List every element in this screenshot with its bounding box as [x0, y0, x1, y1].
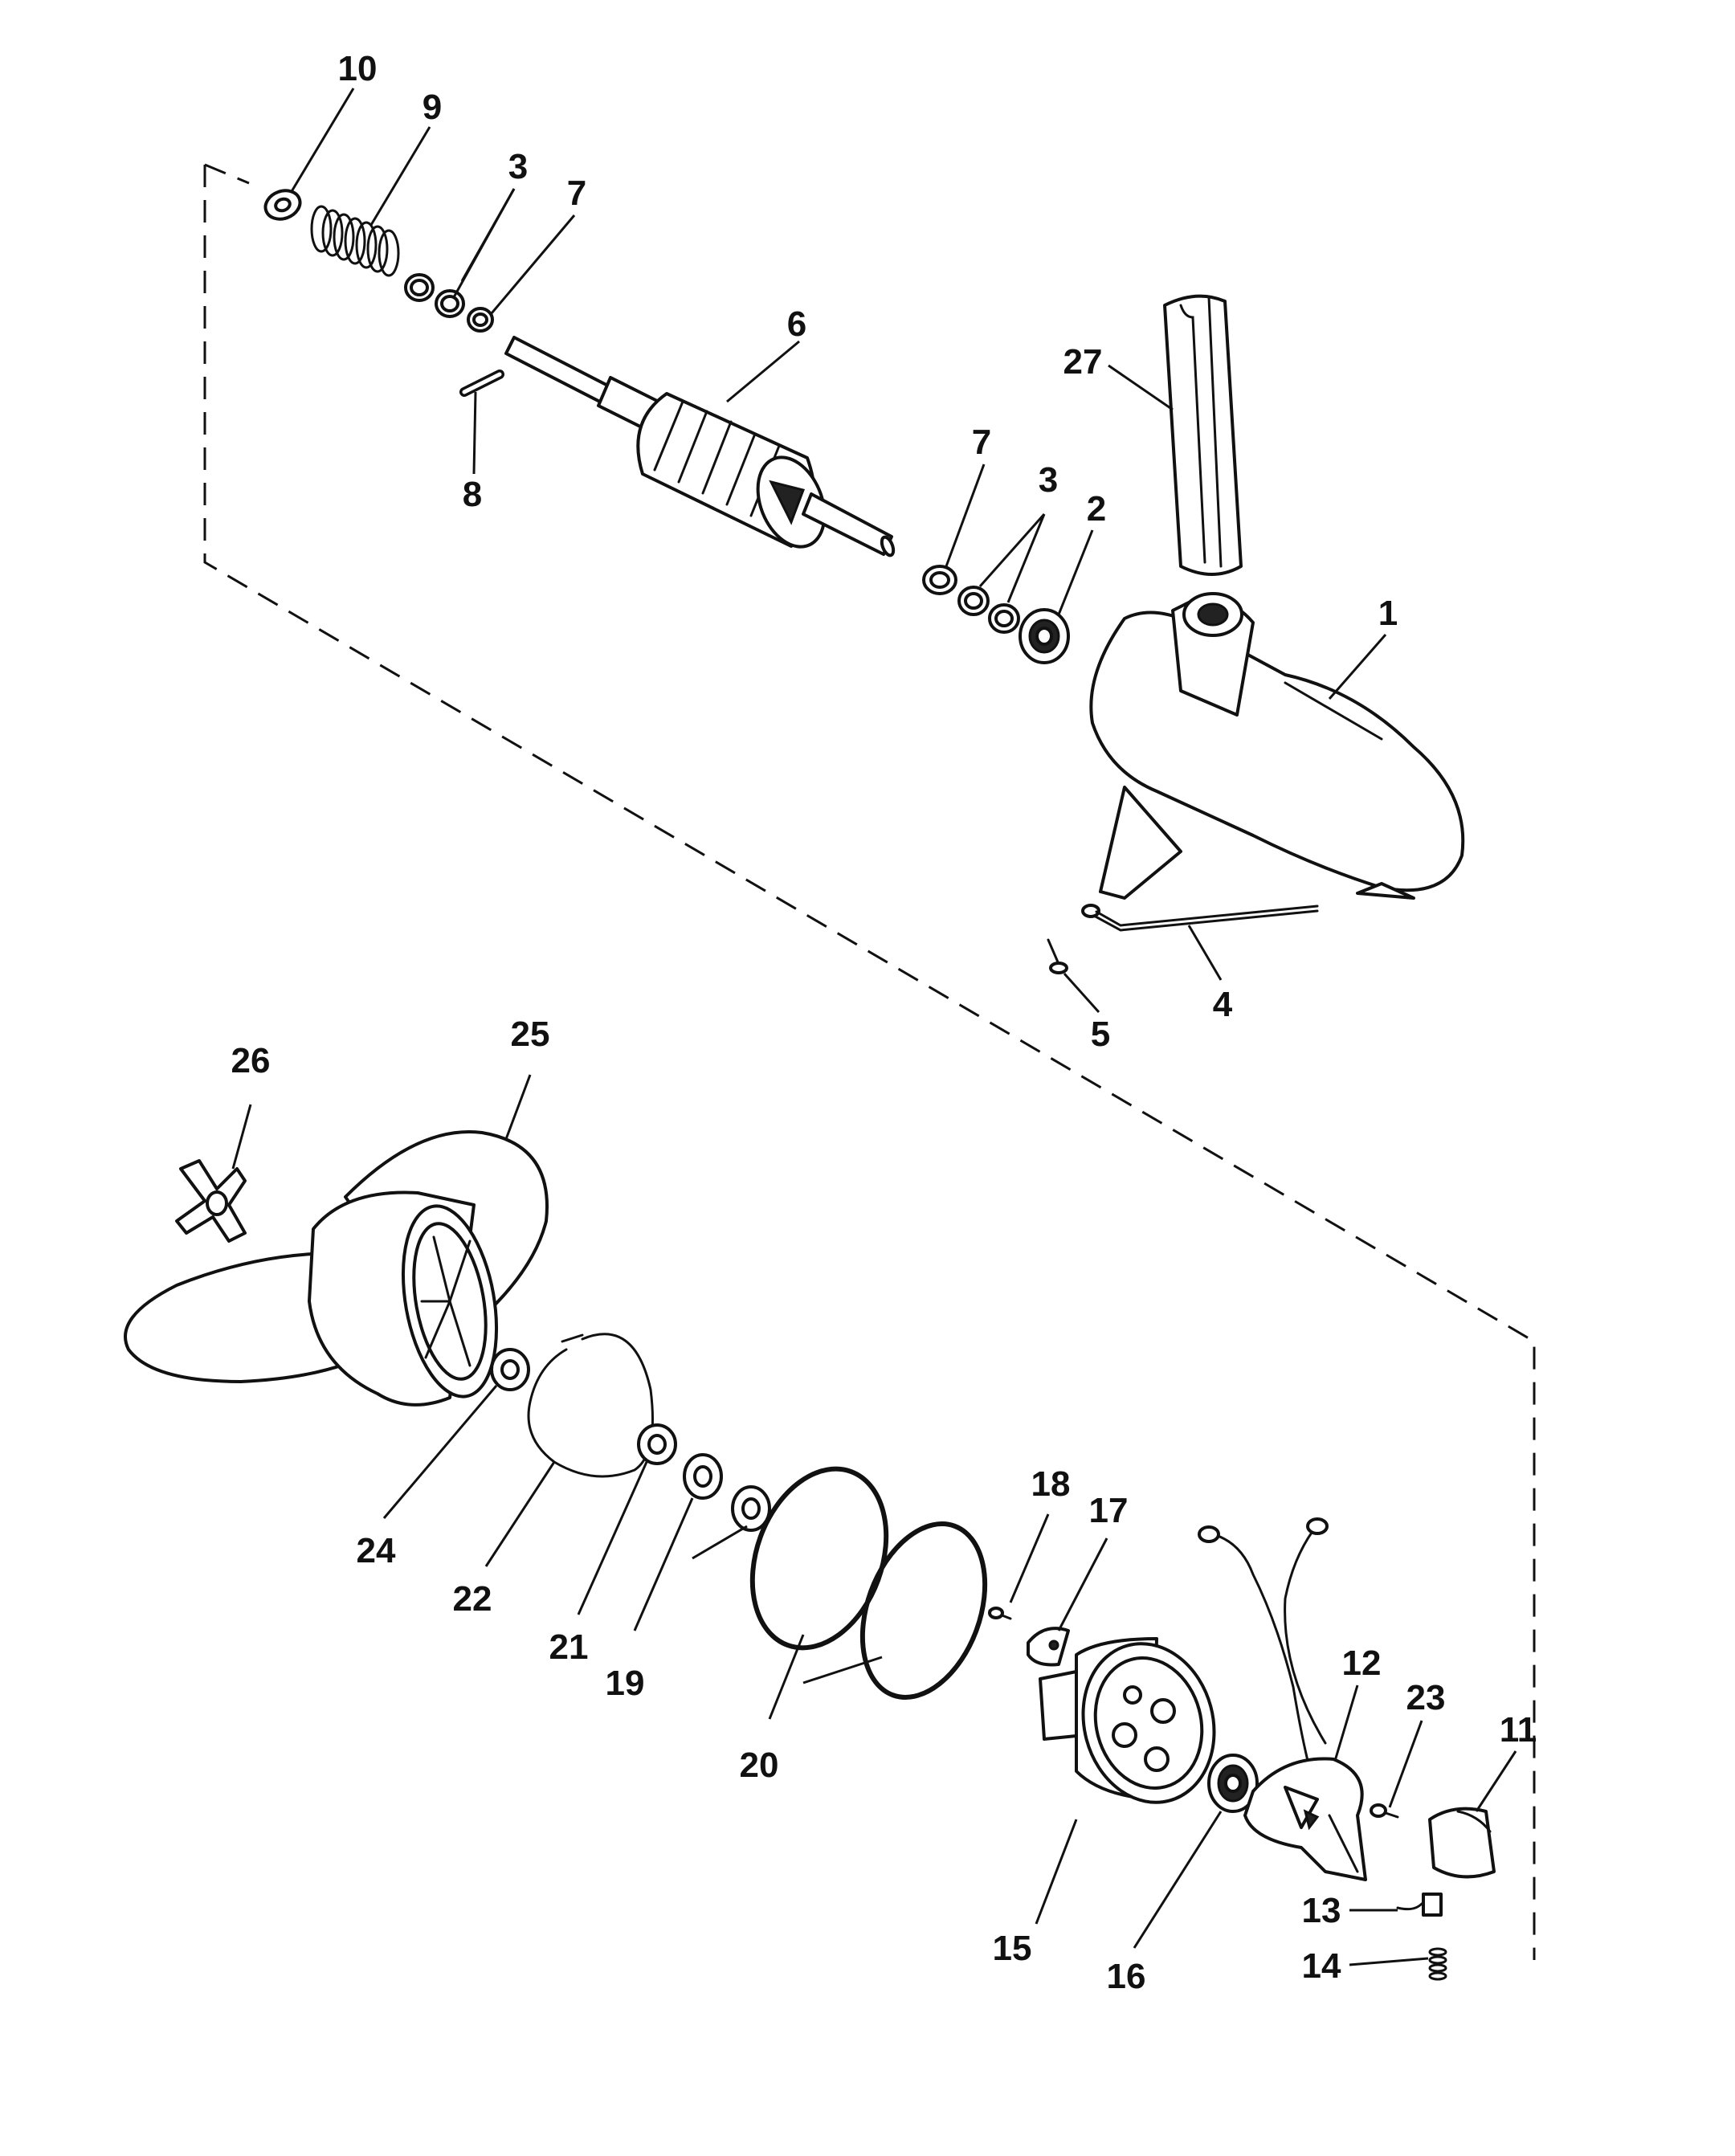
callout-7-lower: 7 [972, 423, 991, 462]
callout-9: 9 [423, 88, 442, 127]
part-5-screw [1047, 938, 1068, 974]
callout-4: 4 [1213, 985, 1233, 1024]
part-12-brush-holder [1198, 1517, 1367, 1881]
part-19-washers [683, 1453, 771, 1532]
part-22-snap-ring [527, 1333, 654, 1478]
part-2-bearing [1019, 608, 1070, 664]
callout-14: 14 [1302, 1946, 1341, 1986]
callout-15: 15 [993, 1929, 1032, 1968]
part-24-washer [490, 1348, 530, 1391]
callout-16: 16 [1107, 1957, 1146, 1996]
callout-19: 19 [606, 1664, 645, 1703]
callout-5: 5 [1091, 1015, 1110, 1054]
part-20-o-rings [749, 1466, 988, 1700]
part-10-washer [263, 189, 302, 221]
part-3-washers-lower [957, 586, 1020, 634]
part-7-ring-lower [922, 565, 957, 595]
part-25-propeller [124, 1130, 549, 1407]
callout-labels: 10 9 3 7 6 8 27 7 3 2 1 5 4 26 25 24 22 … [231, 49, 1537, 1996]
callout-6: 6 [787, 304, 806, 344]
callout-8: 8 [463, 475, 482, 514]
callout-10: 10 [338, 49, 378, 88]
part-14-spring [1428, 1947, 1447, 1981]
part-16-bearing [1207, 1754, 1259, 1813]
part-17-clip [1027, 1627, 1070, 1667]
part-13-brush [1396, 1893, 1443, 1917]
callout-11: 11 [1500, 1710, 1537, 1750]
callout-21: 21 [549, 1627, 589, 1667]
part-1-housing [1089, 592, 1465, 900]
part-27-tube [1163, 294, 1243, 576]
callout-27: 27 [1063, 342, 1103, 382]
part-6-armature [504, 336, 896, 557]
part-23-screw [1370, 1803, 1399, 1819]
callout-26: 26 [231, 1041, 271, 1080]
callout-23: 23 [1406, 1678, 1446, 1717]
assembly-boundary [203, 163, 1536, 1960]
part-26-nut [175, 1159, 247, 1243]
callout-3-lower: 3 [1039, 460, 1058, 500]
callout-13: 13 [1302, 1891, 1341, 1930]
part-3-washers-upper [404, 273, 465, 318]
callout-17: 17 [1089, 1491, 1129, 1530]
part-18-screw [988, 1607, 1012, 1620]
part-21-washer [637, 1423, 677, 1465]
callout-25: 25 [511, 1015, 550, 1054]
part-7-ring-upper [467, 307, 494, 333]
callout-2: 2 [1087, 489, 1106, 529]
part-8-key [459, 370, 504, 397]
callout-3-upper: 3 [508, 147, 528, 186]
part-15-end-cap [1039, 1637, 1216, 1804]
callout-1: 1 [1378, 594, 1398, 633]
callout-24: 24 [357, 1531, 396, 1570]
callout-20: 20 [740, 1746, 779, 1785]
callout-18: 18 [1031, 1464, 1071, 1504]
callout-22: 22 [453, 1579, 492, 1619]
part-11-cap [1428, 1807, 1496, 1879]
leader-lines [231, 88, 1517, 1966]
part-9-spring [310, 205, 400, 277]
callout-12: 12 [1342, 1644, 1382, 1683]
callout-7-upper: 7 [567, 174, 586, 213]
part-4-strap [1081, 904, 1319, 932]
